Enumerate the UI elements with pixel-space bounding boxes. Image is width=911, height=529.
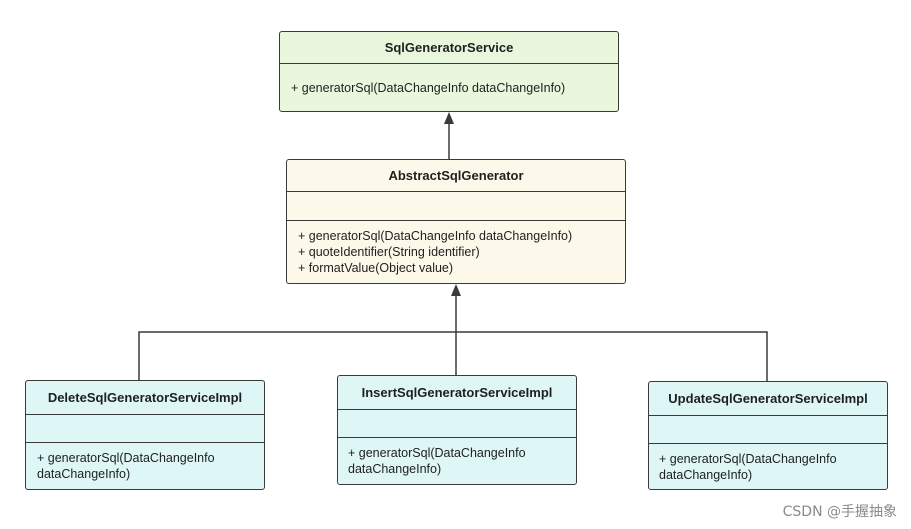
- class-updatesqlgeneratorserviceimpl[interactable]: UpdateSqlGeneratorServiceImpl + generato…: [648, 381, 888, 490]
- class-insertsqlgeneratorserviceimpl[interactable]: InsertSqlGeneratorServiceImpl + generato…: [337, 375, 577, 485]
- class-name: AbstractSqlGenerator: [388, 168, 524, 183]
- class-name: SqlGeneratorService: [384, 40, 514, 55]
- method: + formatValue(Object value): [298, 261, 454, 275]
- class-methods: + generatorSql(DataChangeInfo dataChange…: [287, 220, 625, 283]
- class-methods: + generatorSql(DataChangeInfo dataChange…: [649, 443, 887, 489]
- class-name: UpdateSqlGeneratorServiceImpl: [668, 391, 868, 406]
- watermark: CSDN @手握抽象: [782, 504, 897, 520]
- method: + generatorSql(DataChangeInfo dataChange…: [348, 446, 526, 476]
- class-methods: + generatorSql(DataChangeInfo dataChange…: [26, 442, 264, 489]
- class-attributes: [649, 415, 887, 443]
- class-name: InsertSqlGeneratorServiceImpl: [361, 385, 553, 400]
- arrowhead-abstract: [451, 284, 461, 296]
- class-sqlgeneratorservice[interactable]: SqlGeneratorService + generatorSql(DataC…: [279, 31, 619, 112]
- method: + quoteIdentifier(String identifier): [298, 245, 480, 259]
- edge-update-to-abstract: [456, 331, 768, 381]
- class-methods: + generatorSql(DataChangeInfo dataChange…: [280, 63, 618, 111]
- class-abstractsqlgenerator[interactable]: AbstractSqlGenerator + generatorSql(Data…: [286, 159, 626, 284]
- method: + generatorSql(DataChangeInfo dataChange…: [291, 80, 566, 95]
- class-attributes: [338, 409, 576, 437]
- method: + generatorSql(DataChangeInfo dataChange…: [298, 229, 573, 243]
- class-methods: + generatorSql(DataChangeInfo dataChange…: [338, 437, 576, 484]
- method: + generatorSql(DataChangeInfo dataChange…: [37, 451, 215, 481]
- edge-delete-to-abstract: [138, 331, 456, 380]
- class-attributes: [287, 191, 625, 220]
- class-name: DeleteSqlGeneratorServiceImpl: [47, 390, 243, 405]
- arrowhead-service: [444, 112, 454, 124]
- method: + generatorSql(DataChangeInfo dataChange…: [659, 451, 837, 482]
- class-attributes: [26, 414, 264, 442]
- class-deletesqlgeneratorserviceimpl[interactable]: DeleteSqlGeneratorServiceImpl + generato…: [25, 380, 265, 490]
